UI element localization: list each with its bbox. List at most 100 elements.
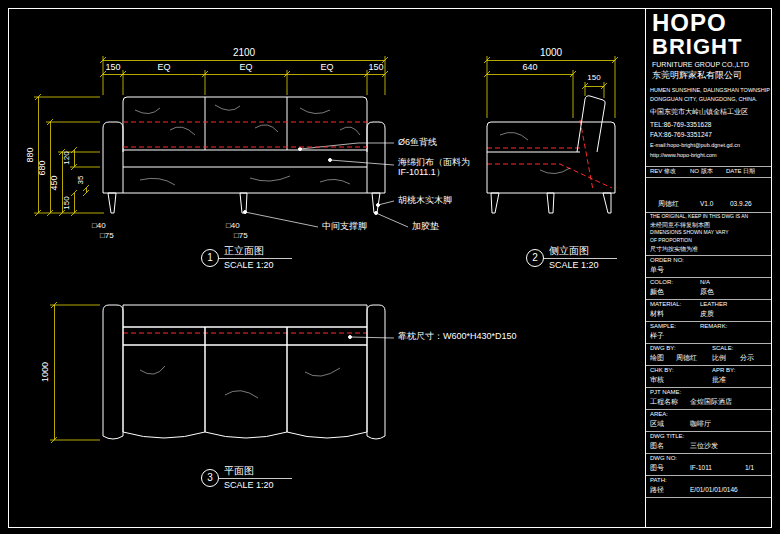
drawing-label: DWG NO: — [650, 455, 677, 462]
drawing-label: EQ — [157, 63, 170, 73]
drawing-label: MATERIAL: — [650, 301, 681, 308]
drawing-label: 120 — [63, 151, 72, 164]
drawing-label: 原色 — [700, 288, 714, 295]
plan-view — [103, 305, 394, 439]
dimension-lines — [34, 56, 618, 443]
drawing-label: 工程名称 — [650, 398, 678, 405]
border-lines — [9, 8, 773, 528]
drawing-label: DATE 日期 — [726, 168, 755, 175]
leader-lines — [245, 143, 408, 227]
drawing-label: EQ — [239, 63, 252, 73]
drawing-label: Ø6鱼背线 — [398, 138, 437, 148]
drawing-label: NO 版本 — [690, 168, 713, 175]
drawing-label: SCALE 1:20 — [224, 481, 274, 491]
drawing-label: 区域 — [650, 420, 664, 427]
drawing-label: 880 — [26, 147, 36, 162]
drawing-label: BRIGHT — [652, 35, 742, 59]
drawing-label: 1/1 — [745, 464, 754, 471]
drawing-label: 150 — [105, 63, 120, 73]
drawing-label: □40 — [92, 222, 106, 231]
drawing-label: DONGGUAN CITY, GUANGDONG, CHINA. — [650, 96, 757, 102]
drawing-label: 咖啡厅 — [690, 420, 711, 427]
drawing-label: 150 — [587, 74, 600, 83]
drawing-label: 尺寸均按实物为准 — [650, 246, 698, 252]
drawing-label: COLOR: — [650, 279, 673, 286]
drawing-label: SCALE 1:20 — [549, 261, 599, 271]
drawing-label: 680 — [38, 160, 48, 175]
drawing-label: 35 — [77, 176, 86, 185]
drawing-label: □40 — [226, 222, 240, 231]
drawing-label: HUMEN SUNSHINE, DALINGSHAN TOWNSHIP — [650, 87, 770, 93]
drawing-label: E-mail:hopo-bright@pub.dgnet.gd.cn — [650, 142, 740, 148]
drawing-label: 图号 — [650, 464, 664, 471]
drawing-label: PATH: — [650, 477, 667, 484]
drawing-label: FAX:86-769-3351247 — [650, 131, 712, 138]
drawing-label: 150 — [368, 63, 383, 73]
drawing-label: 单号 — [650, 266, 664, 273]
drawing-label: SAMPLE: — [650, 323, 676, 330]
drawing-label: 中间支撑脚 — [322, 222, 367, 232]
drawing-label: 路径 — [650, 486, 664, 493]
view-title-lines — [219, 259, 617, 479]
drawing-label: 平面图 — [224, 465, 254, 476]
drawing-label: 450 — [50, 175, 60, 190]
drawing-label: 周德红 — [658, 200, 679, 207]
drawing-label: SCALE 1:20 — [224, 261, 274, 271]
drawing-label: V1.0 — [700, 200, 713, 207]
drawing-label: 三位沙发 — [690, 442, 718, 449]
drawing-label: 未经同意不得复制本图 — [650, 222, 710, 228]
drawing-label: DWG BY: — [650, 345, 676, 352]
drawing-label: TEL:86-769-3351628 — [650, 121, 711, 128]
drawing-label: 中国东莞市大岭山镇金桔工业区 — [650, 108, 748, 115]
drawing-label: 图名 — [650, 442, 664, 449]
drawing-label: 胡桃木实木脚 — [398, 196, 452, 206]
drawing-label: 皮质 — [700, 310, 714, 317]
drawing-label: □75 — [100, 232, 114, 241]
drawing-label: REMARK: — [700, 323, 727, 330]
drawing-label: HOPO — [652, 10, 727, 36]
drawing-label: ORDER NO: — [650, 257, 684, 264]
drawing-label: 审核 — [650, 376, 664, 383]
side-elevation — [487, 96, 615, 213]
drawing-label: 侧立面图 — [549, 245, 589, 256]
drawing-label: 比例 — [712, 354, 726, 361]
drawing-label: SCALE: — [712, 345, 733, 352]
drawing-label: CHK BY: — [650, 367, 674, 374]
drawing-label: N/A — [700, 279, 710, 286]
drawing-label: DWG TITLE: — [650, 433, 684, 440]
drawing-label: 640 — [522, 63, 537, 73]
view-callout-circle: 2 — [526, 249, 544, 267]
drawing-label: 东莞明辉家私有限公司 — [652, 71, 742, 81]
drawing-label: IF-1011 — [690, 464, 712, 471]
drawing-label: 批准 — [712, 376, 726, 383]
drawing-label: 分示 — [740, 354, 754, 361]
drawing-label: THE ORIGINAL, KEEP IN THIS DWG IS AN — [650, 214, 748, 220]
drawing-label: REV 修改 — [650, 168, 676, 175]
drawing-label: 1000 — [41, 362, 51, 382]
drawing-label: EQ — [320, 63, 333, 73]
drawing-label: 150 — [63, 196, 72, 209]
drawing-label: 1000 — [540, 47, 562, 58]
callout-number: 3 — [207, 473, 213, 483]
view-callout-circle: 3 — [201, 469, 219, 487]
drawing-label: 样子 — [650, 332, 664, 339]
drawing-label: 颜色 — [650, 288, 664, 295]
drawing-label: 金煌国际酒店 — [690, 398, 732, 405]
drawing-label: DIMENSIONS SHOWN MAY VARY — [650, 230, 729, 236]
callout-number: 1 — [207, 253, 213, 263]
drawing-label: APR BY: — [712, 367, 735, 374]
front-elevation — [103, 97, 408, 227]
drawing-label: OF PROPORTION — [650, 238, 692, 244]
drawing-label: 绘图 — [650, 354, 664, 361]
drawing-label: 周德红 — [676, 354, 697, 361]
drawing-label: 正立面图 — [224, 245, 264, 256]
drawing-label: □75 — [234, 232, 248, 241]
drawing-label: 03.9.26 — [730, 200, 752, 207]
drawing-label: 材料 — [650, 310, 664, 317]
hidden-frame-lines — [123, 120, 612, 333]
drawing-label: 2100 — [233, 47, 255, 58]
drawing-label: 海绵扪布（面料为IF-1011.1） — [398, 158, 478, 178]
drawing-label: AREA: — [650, 411, 668, 418]
drawing-label: http://www.hopo-bright.com — [650, 152, 717, 158]
drawing-label: FURNITURE GROUP CO.,LTD — [652, 61, 749, 69]
